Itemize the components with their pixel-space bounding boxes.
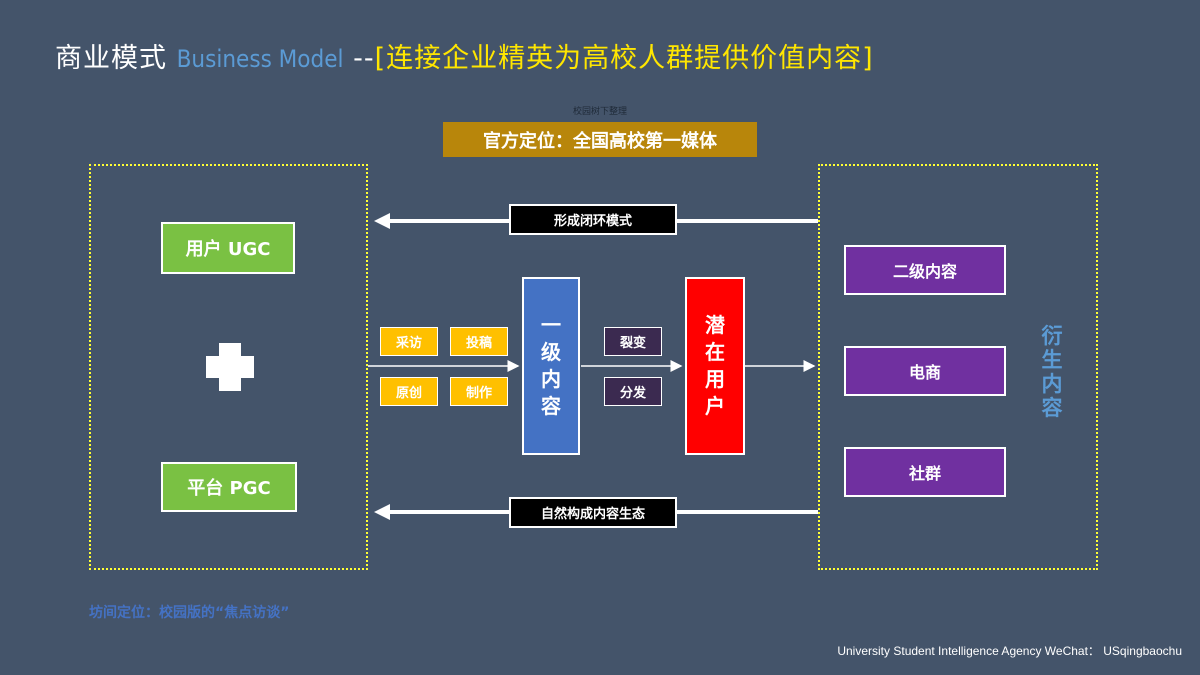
tag-distribution: 分发 [604, 377, 662, 406]
tag-interview: 采访 [380, 327, 438, 356]
footer-wechat: University Student Intelligence Agency W… [837, 644, 1182, 658]
derived-content-label: 衍 生 内 容 [1041, 324, 1063, 420]
derived-item-ecommerce: 电商 [844, 346, 1006, 396]
page-title: 商业模式 Business Model --[连接企业精英为高校人群提供价值内容… [55, 36, 874, 75]
plus-icon-bar [206, 356, 254, 378]
title-en: Business Model [176, 45, 344, 73]
loop-label-top: 形成闭环模式 [509, 204, 677, 235]
ugc-box: 用户 UGC [161, 222, 295, 274]
title-cn: 商业模式 [55, 43, 167, 74]
title-tagline: [连接企业精英为高校人群提供价值内容] [374, 43, 874, 74]
pgc-box: 平台 PGC [161, 462, 297, 512]
tag-original: 原创 [380, 377, 438, 406]
tag-submission: 投稿 [450, 327, 508, 356]
derived-item-community: 社群 [844, 447, 1006, 497]
primary-content-box: 一 级 内 容 [522, 277, 580, 455]
official-position-badge: 官方定位：全国高校第一媒体 [443, 122, 757, 157]
left-source-panel [89, 164, 368, 570]
loop-label-bottom: 自然构成内容生态 [509, 497, 677, 528]
watermark: 校园树下整理 [572, 107, 627, 117]
tag-production: 制作 [450, 377, 508, 406]
interview-position: 坊间定位：校园版的“焦点访谈” [89, 605, 290, 621]
right-derived-panel [818, 164, 1098, 570]
title-dash: -- [353, 43, 375, 74]
tag-fission: 裂变 [604, 327, 662, 356]
potential-users-box: 潜 在 用 户 [685, 277, 745, 455]
derived-item-secondary-content: 二级内容 [844, 245, 1006, 295]
